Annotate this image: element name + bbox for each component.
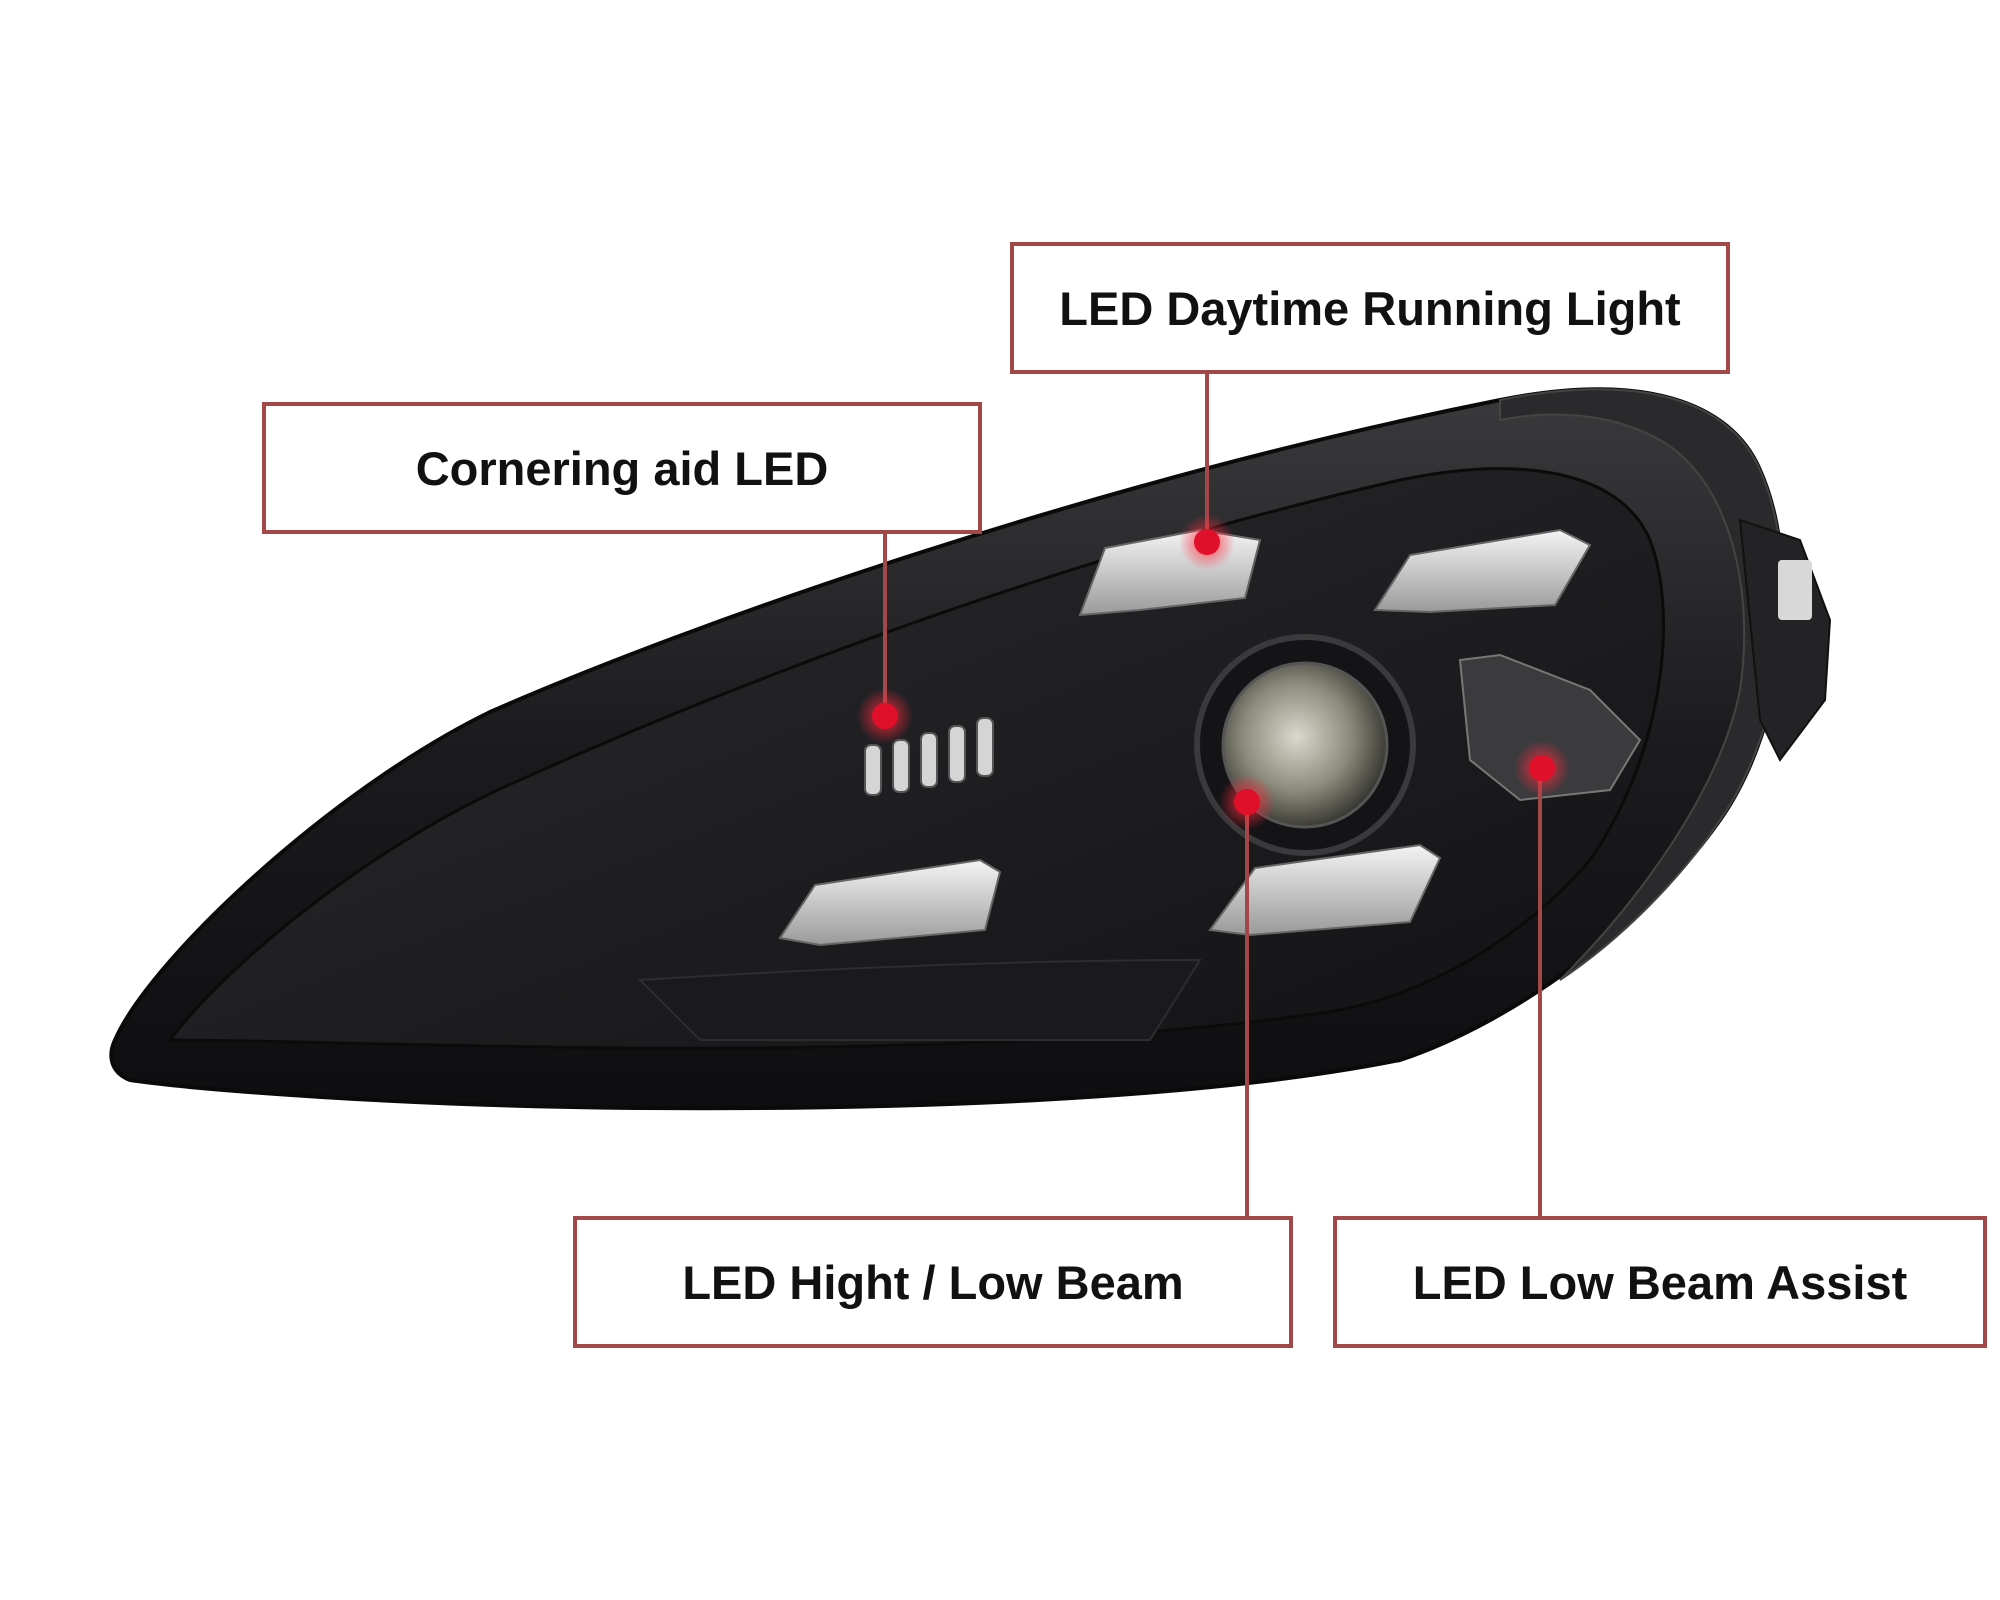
assist-reflector bbox=[1458, 653, 1642, 802]
housing-rim bbox=[1499, 388, 1785, 981]
cornering-led-fins bbox=[864, 717, 994, 796]
drl-strip-right bbox=[1373, 528, 1592, 614]
label-low-beam-assist: LED Low Beam Assist bbox=[1333, 1216, 1987, 1348]
callout-dot-low-beam-assist bbox=[1529, 755, 1555, 781]
low-beam-strip-right bbox=[1208, 843, 1442, 937]
callout-dot-high-low-beam bbox=[1234, 789, 1260, 815]
rear-label-sticker bbox=[1778, 560, 1812, 620]
callout-dots bbox=[857, 514, 1570, 830]
label-cornering: Cornering aid LED bbox=[262, 402, 982, 534]
label-drl: LED Daytime Running Light bbox=[1010, 242, 1730, 374]
callout-dot-drl bbox=[1194, 529, 1220, 555]
callout-dot-cornering bbox=[872, 703, 898, 729]
label-high-low-beam: LED Hight / Low Beam bbox=[573, 1216, 1293, 1348]
low-beam-strip-left bbox=[778, 858, 1002, 947]
lower-trim bbox=[637, 958, 1202, 1041]
